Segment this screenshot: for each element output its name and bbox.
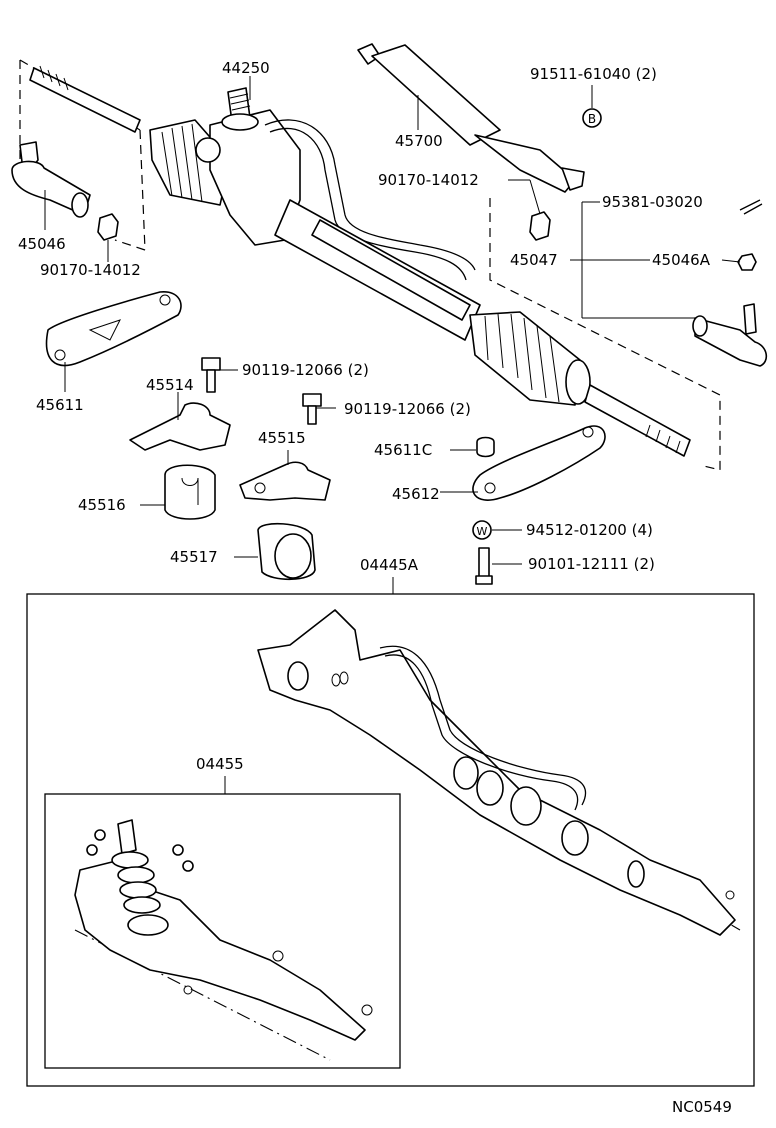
cap-45611C (476, 436, 495, 458)
label-45046: 45046 (18, 235, 66, 253)
steering-gear-assembly (29, 65, 691, 457)
bracket-45611 (45, 291, 182, 367)
washer-callout-b: B (582, 108, 602, 128)
bolt-90101 (475, 547, 493, 585)
bushing-45516 (164, 464, 216, 520)
label-90119-12066-b: 90119-12066 (2) (344, 400, 471, 418)
label-45611C: 45611C (374, 441, 433, 459)
label-45611: 45611 (36, 396, 84, 414)
right-tie-rod-dashed-box (489, 198, 721, 471)
kit-box-04445A (26, 593, 755, 1087)
label-90119-12066-a: 90119-12066 (2) (242, 361, 369, 379)
label-94512-01200: 94512-01200 (4) (526, 521, 653, 539)
label-45700: 45700 (395, 132, 443, 150)
label-90170-14012-left: 90170-14012 (40, 261, 141, 279)
label-91511-61040: 91511-61040 (2) (530, 65, 657, 83)
steering-damper (357, 43, 585, 193)
label-04445A: 04445A (360, 556, 418, 574)
left-nut-90170 (97, 213, 119, 241)
cotter-pin-95381 (739, 199, 763, 215)
kit-box-04455 (44, 793, 401, 1069)
bracket-45515 (239, 461, 331, 501)
bushing-45517 (257, 522, 316, 581)
bracket-45612 (472, 425, 606, 501)
left-tie-rod-dashed-box (19, 59, 146, 251)
left-tie-rod-end (11, 141, 91, 218)
right-tie-rod-end (692, 303, 768, 367)
leader-lines (44, 76, 741, 794)
label-45612: 45612 (392, 485, 440, 503)
label-95381-03020: 95381-03020 (602, 193, 703, 211)
bracket-45514 (129, 402, 231, 451)
right-nut-90170 (529, 211, 551, 241)
label-45516: 45516 (78, 496, 126, 514)
label-45047: 45047 (510, 251, 558, 269)
label-45517: 45517 (170, 548, 218, 566)
label-04455: 04455 (196, 755, 244, 773)
washer-callout-b-letter: B (588, 112, 596, 126)
label-45515: 45515 (258, 429, 306, 447)
label-90170-14012-right: 90170-14012 (378, 171, 479, 189)
label-45514: 45514 (146, 376, 194, 394)
label-45046A: 45046A (652, 251, 710, 269)
bolt-90119-a (201, 357, 221, 393)
label-44250: 44250 (222, 59, 270, 77)
label-90101-12111: 90101-12111 (2) (528, 555, 655, 573)
washer-callout-w-letter: W (477, 525, 488, 538)
washer-callout-w: W (472, 520, 492, 540)
diagram-code: NC0549 (672, 1098, 732, 1116)
castle-nut-45046A (737, 253, 757, 271)
bolt-90119-b (302, 393, 322, 425)
